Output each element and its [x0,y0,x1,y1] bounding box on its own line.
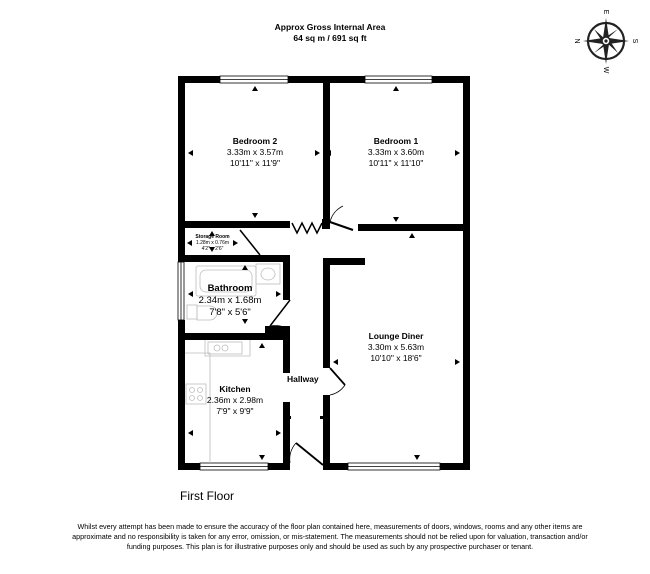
windows [177,75,441,471]
room-name: Storage Room [195,234,230,240]
room-imperial: 7'8" x 5'6" [209,307,251,318]
room-bedroom-1: Bedroom 1 3.33m x 3.60m 10'11" x 11'10" [341,136,451,169]
dimension-arrows [187,86,460,460]
room-lounge-diner: Lounge Diner 3.30m x 5.63m 10'10" x 18'6… [341,331,451,364]
room-metric: 3.30m x 5.63m [367,342,425,352]
room-metric: 2.34m x 1.68m [198,295,262,306]
compass-rose-icon: E N S W [573,10,638,74]
room-name: Lounge Diner [368,331,424,341]
area-title: Approx Gross Internal Area [274,22,386,32]
room-imperial: 10'11" x 11'9" [229,158,281,168]
room-imperial: 4'2" x 2'6" [201,246,224,252]
room-metric: 2.36m x 2.98m [206,395,264,405]
area-summary: Approx Gross Internal Area 64 sq m / 691… [230,22,430,44]
compass-label-n: N [573,38,580,43]
room-imperial: 10'11" x 11'10" [368,158,424,168]
compass-label-w: W [602,67,609,74]
floor-label: First Floor [180,489,234,503]
room-metric: 1.28m x 0.76m [195,240,230,246]
room-kitchen: Kitchen 2.36m x 2.98m 7'9" x 9'9" [195,384,275,417]
room-name: Bathroom [207,283,253,294]
disclaimer-text: Whilst every attempt has been made to en… [72,522,588,551]
area-value: 64 sq m / 691 sq ft [293,33,367,43]
compass-label-s: S [631,39,638,44]
compass-label-e: E [602,10,609,15]
room-metric: 3.33m x 3.57m [226,147,284,157]
room-metric: 3.33m x 3.60m [367,147,425,157]
room-name: Kitchen [219,384,251,394]
room-storage: Storage Room 1.28m x 0.76m 4'2" x 2'6" [190,234,235,252]
room-name: Bedroom 2 [232,136,278,146]
fixtures [185,263,281,463]
room-bedroom-2: Bedroom 2 3.33m x 3.57m 10'11" x 11'9" [200,136,310,169]
doors [239,205,354,466]
walls [178,76,470,470]
room-imperial: 7'9" x 9'9" [216,406,254,416]
room-name: Bedroom 1 [373,136,419,146]
room-hallway: Hallway [287,374,319,384]
room-bathroom: Bathroom 2.34m x 1.68m 7'8" x 5'6" [190,283,270,319]
room-imperial: 10'10" x 18'6" [370,353,422,363]
